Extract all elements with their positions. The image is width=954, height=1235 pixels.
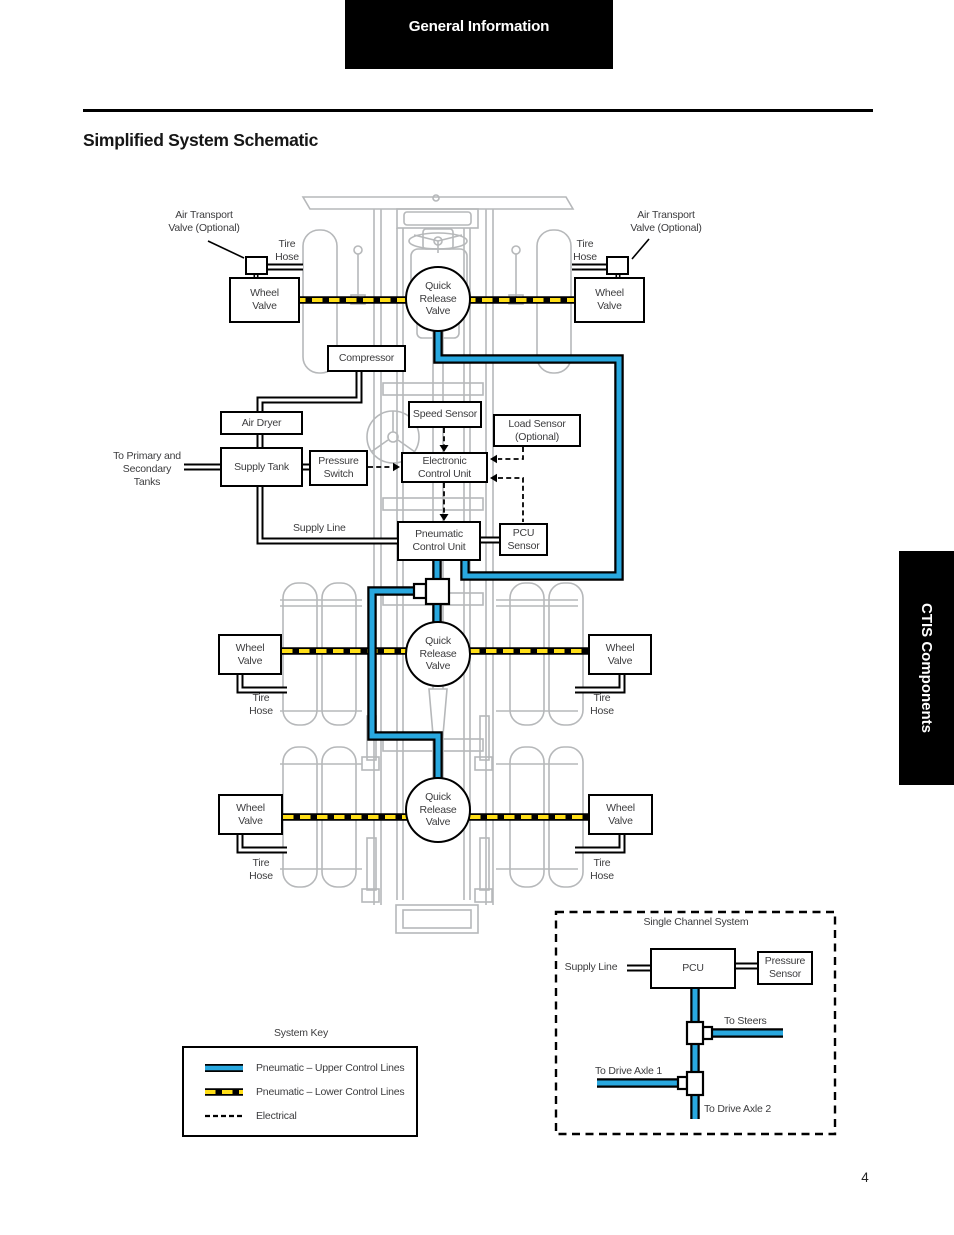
air-transport-valve-box-left [245,256,268,275]
quick-release-valve-mid: Quick Release Valve [405,621,471,687]
inset-to-steers-label: To Steers [724,1015,767,1027]
to-primary-tanks-label: To Primary and Secondary Tanks [113,450,181,489]
air-transport-valve-label-left: Air Transport Valve (Optional) [168,209,240,235]
tire-hose-label-rear-right: Tire Hose [590,857,614,883]
inset-supply-line-label: Supply Line [564,961,618,973]
inset-pcu-box: PCU [650,948,736,989]
air-dryer-box: Air Dryer [220,411,303,435]
page-title: Simplified System Schematic [83,130,319,150]
header-rule [83,109,873,112]
quick-release-valve-rear: Quick Release Valve [405,777,471,843]
tire-hose-label-mid-left: Tire Hose [249,692,273,718]
supply-line-label: Supply Line [293,522,346,534]
wheel-valve-box-mid-left: Wheel Valve [218,634,282,675]
pneumatic-upper-control-lines [367,331,783,1119]
single-channel-inset-border [554,910,837,1136]
page-number: 4 [861,1170,869,1185]
compressor-box: Compressor [327,345,406,372]
air-supply-double-lines [184,263,758,972]
tee-fittings [412,577,714,1097]
supply-tank-box: Supply Tank [220,447,303,487]
tire-hose-label-front-right: Tire Hose [573,238,597,264]
legend-item-electrical: Electrical [256,1110,297,1122]
label-pointer-lines [207,238,650,260]
pneumatic-control-unit-box: Pneumatic Control Unit [397,521,481,561]
tire-hose-label-rear-left: Tire Hose [249,857,273,883]
tire-hose-label-mid-right: Tire Hose [590,692,614,718]
section-header-tab: General Information [345,0,613,69]
electronic-control-unit-box: Electronic Control Unit [401,452,488,483]
air-transport-valve-label-right: Air Transport Valve (Optional) [630,209,702,235]
wheel-valve-box-rear-right: Wheel Valve [588,794,653,835]
air-transport-valve-box-right [606,256,629,275]
wheel-valve-box-rear-left: Wheel Valve [218,794,283,835]
section-header-label: General Information [408,18,550,35]
inset-to-drive-axle-1-label: To Drive Axle 1 [595,1065,663,1077]
wheel-valve-box-front-right: Wheel Valve [574,277,645,323]
inset-title: Single Channel System [643,916,749,928]
wheel-valve-box-mid-right: Wheel Valve [588,634,652,675]
ctis-components-side-tab: CTIS Components [899,551,954,785]
pcu-sensor-box: PCU Sensor [499,523,548,556]
legend-box [182,1046,418,1137]
load-sensor-box: Load Sensor (Optional) [493,414,581,447]
tire-hose-label-front-left: Tire Hose [275,238,299,264]
inset-to-drive-axle-2-label: To Drive Axle 2 [704,1103,772,1115]
legend-title: System Key [273,1027,329,1039]
quick-release-valve-front: Quick Release Valve [405,266,471,332]
ctis-components-label: CTIS Components [918,603,935,733]
wheel-valve-box-front-left: Wheel Valve [229,277,300,323]
legend-item-pneumatic-lower: Pneumatic – Lower Control Lines [256,1086,405,1098]
speed-sensor-box: Speed Sensor [408,401,482,428]
pressure-switch-box: Pressure Switch [309,450,368,486]
legend-swatches [205,1064,243,1118]
inset-pressure-sensor-box: Pressure Sensor [757,951,813,985]
legend-item-pneumatic-upper: Pneumatic – Upper Control Lines [256,1062,405,1074]
electrical-lines [368,428,524,522]
